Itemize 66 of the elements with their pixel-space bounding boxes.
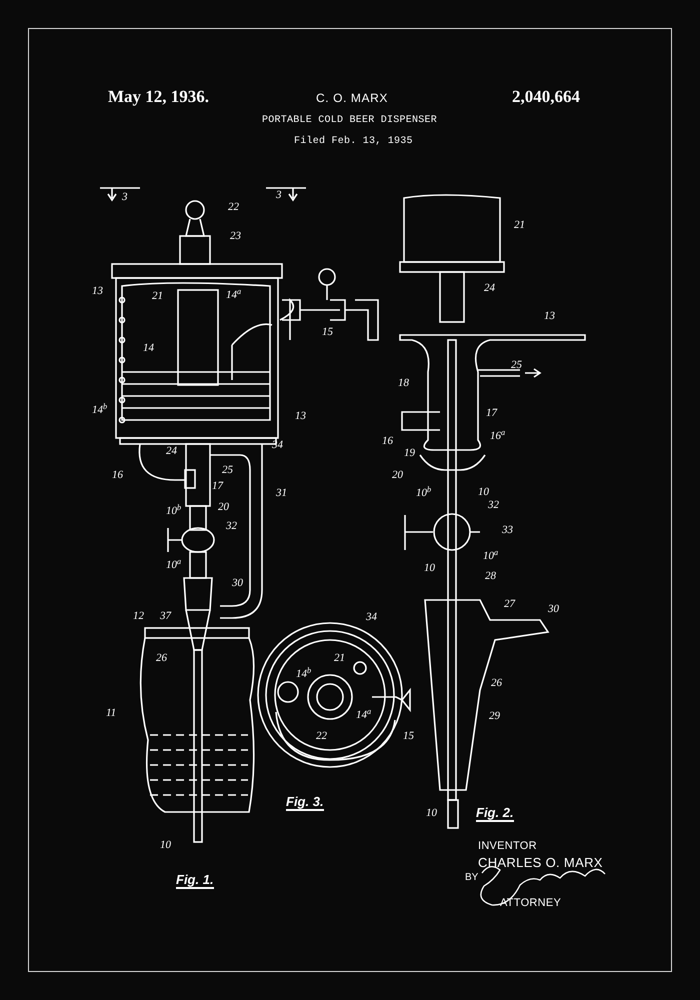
callout-number: 27: [504, 599, 515, 610]
signature-caption: BY: [465, 873, 478, 883]
signature-caption: INVENTOR: [478, 841, 537, 852]
callout-number: 14$^{a}$: [226, 290, 242, 301]
callout-number: 10: [426, 808, 437, 819]
callout-number: 12: [133, 611, 144, 622]
callout-number: 21: [152, 291, 163, 302]
callout-number: 10: [478, 487, 489, 498]
figure-label: Fig. 2.: [476, 806, 514, 822]
callout-number: 30: [232, 578, 243, 589]
callout-number: 26: [491, 678, 502, 689]
callout-number: 3: [276, 190, 282, 201]
callout-number: 10$^{b}$: [416, 488, 432, 499]
filing-date: Filed Feb. 13, 1935: [294, 137, 413, 147]
callout-number: 20: [392, 470, 403, 481]
callout-number: 29: [489, 711, 500, 722]
callout-number: 16: [112, 470, 123, 481]
patent-date: May 12, 1936.: [108, 88, 210, 105]
callout-number: 3: [122, 192, 128, 203]
callout-number: 22: [316, 731, 327, 742]
callout-number: 25: [511, 360, 522, 371]
callout-number: 21: [334, 653, 345, 664]
callout-number: 25: [222, 465, 233, 476]
callout-number: 26: [156, 653, 167, 664]
callout-number: 28: [485, 571, 496, 582]
callout-number: 17: [212, 481, 223, 492]
patent-number: 2,040,664: [512, 88, 580, 105]
callout-number: 14$^{a}$: [356, 710, 372, 721]
callout-number: 10$^{a}$: [166, 560, 182, 571]
callout-number: 18: [398, 378, 409, 389]
callout-number: 16: [382, 436, 393, 447]
callout-number: 13: [544, 311, 555, 322]
callout-number: 20: [218, 502, 229, 513]
callout-number: 24: [484, 283, 495, 294]
callout-number: 10: [424, 563, 435, 574]
callout-number: 15: [403, 731, 414, 742]
callout-number: 23: [230, 231, 241, 242]
figure-label: Fig. 1.: [176, 873, 214, 889]
inventor-name: CHARLES O. MARX: [478, 856, 603, 869]
callout-number: 33: [502, 525, 513, 536]
callout-number: 10$^{a}$: [483, 551, 498, 562]
callout-number: 17: [486, 408, 497, 419]
patent-title: PORTABLE COLD BEER DISPENSER: [262, 116, 438, 126]
callout-number: 34: [366, 612, 377, 623]
callout-number: 32: [226, 521, 237, 532]
figure-label: Fig. 3.: [286, 795, 324, 811]
callout-number: 14$^{b}$: [296, 669, 312, 680]
callout-number: 14$^{b}$: [92, 405, 108, 416]
callout-number: 31: [276, 488, 287, 499]
callout-number: 30: [548, 604, 559, 615]
callout-number: 13: [92, 286, 103, 297]
callout-number: 10$^{b}$: [166, 506, 182, 517]
callout-number: 16$^{a}$: [490, 431, 506, 442]
callout-number: 37: [160, 611, 171, 622]
callout-number: 32: [488, 500, 499, 511]
callout-number: 14: [143, 343, 154, 354]
callout-number: 21: [514, 220, 525, 231]
callout-number: 22: [228, 202, 239, 213]
callout-number: 19: [404, 448, 415, 459]
callout-number: 10: [160, 840, 171, 851]
callout-number: 15: [322, 327, 333, 338]
inventor-name: C. O. MARX: [316, 92, 388, 104]
callout-number: 11: [106, 708, 116, 719]
callout-number: 13: [295, 411, 306, 422]
callout-number: 24: [166, 446, 177, 457]
signature-caption: ATTORNEY: [500, 898, 562, 909]
